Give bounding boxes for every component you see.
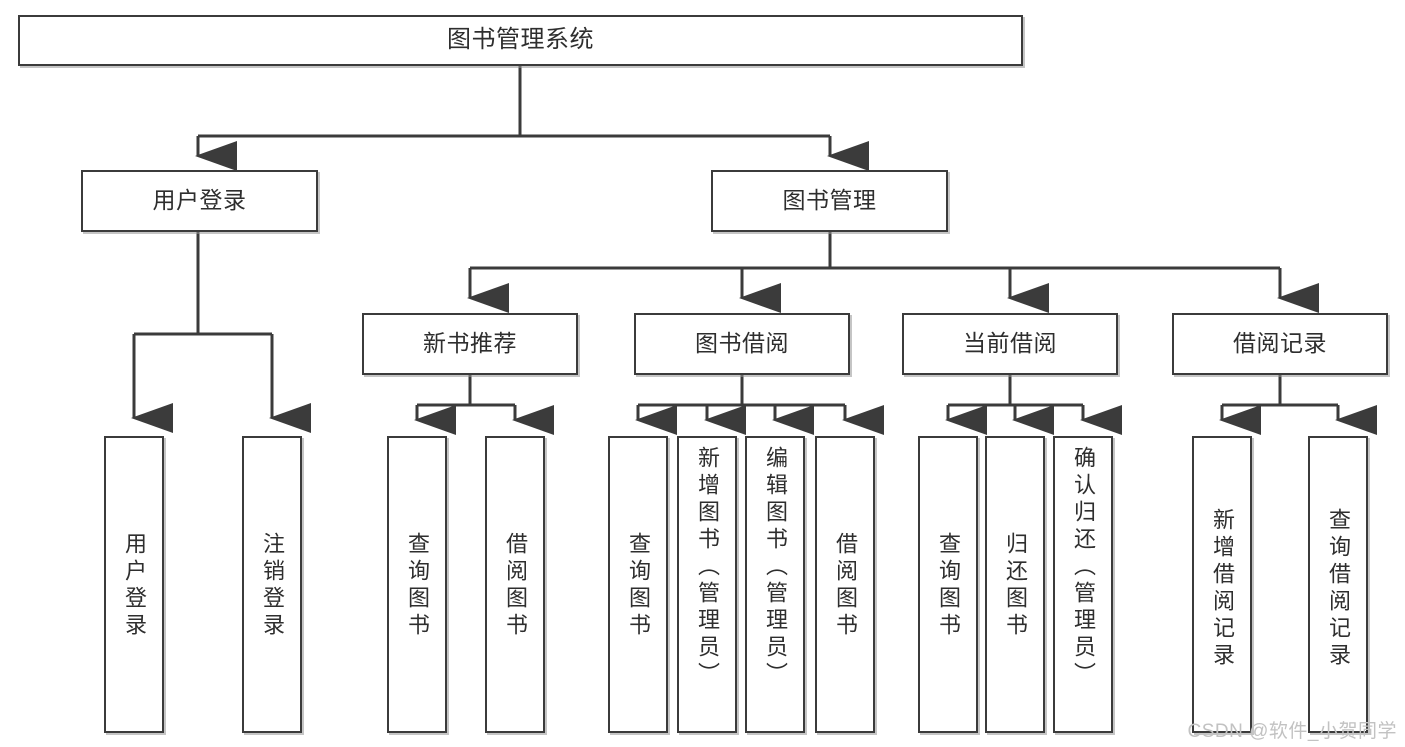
node-label: 查询图书: [626, 532, 651, 640]
leaf-book-borrow-borrow[interactable]: 借阅图书: [815, 436, 875, 733]
node-label: 借阅图书: [503, 532, 528, 640]
node-book-management[interactable]: 图书管理: [711, 170, 948, 232]
leaf-book-borrow-add[interactable]: 新增图书（管理员）: [677, 436, 737, 733]
node-label: 新增借阅记录: [1210, 508, 1235, 670]
node-label: 用户登录: [122, 532, 147, 640]
node-label: 查询图书: [405, 532, 430, 640]
node-label: 注销登录: [260, 532, 285, 640]
node-label: 查询借阅记录: [1326, 508, 1351, 670]
node-label: 图书借阅: [695, 330, 789, 357]
node-label: 借阅记录: [1233, 330, 1327, 357]
node-label: 借阅图书: [833, 532, 858, 640]
node-borrow-record[interactable]: 借阅记录: [1172, 313, 1388, 375]
node-label: 新增图书（管理员）: [695, 446, 720, 689]
node-label: 新书推荐: [423, 330, 517, 357]
leaf-book-borrow-edit[interactable]: 编辑图书（管理员）: [745, 436, 805, 733]
node-user-login[interactable]: 用户登录: [81, 170, 318, 232]
leaf-user-login-logout[interactable]: 注销登录: [242, 436, 302, 733]
leaf-borrow-record-add[interactable]: 新增借阅记录: [1192, 436, 1252, 733]
leaf-current-borrow-return[interactable]: 归还图书: [985, 436, 1045, 733]
node-book-borrow[interactable]: 图书借阅: [634, 313, 850, 375]
node-label: 用户登录: [152, 187, 247, 214]
leaf-borrow-record-query[interactable]: 查询借阅记录: [1308, 436, 1368, 733]
node-label: 查询图书: [936, 532, 961, 640]
leaf-current-borrow-confirm-return[interactable]: 确认归还（管理员）: [1053, 436, 1113, 733]
leaf-user-login-login[interactable]: 用户登录: [104, 436, 164, 733]
watermark: CSDN @软件_小贺同学: [1187, 721, 1397, 742]
node-label: 编辑图书（管理员）: [763, 446, 788, 689]
leaf-new-book-borrow[interactable]: 借阅图书: [485, 436, 545, 733]
node-new-book-recommend[interactable]: 新书推荐: [362, 313, 578, 375]
node-root[interactable]: 图书管理系统: [18, 15, 1023, 66]
leaf-current-borrow-query[interactable]: 查询图书: [918, 436, 978, 733]
node-label: 确认归还（管理员）: [1071, 446, 1096, 689]
node-label: 图书管理: [782, 187, 877, 214]
node-label: 归还图书: [1003, 532, 1028, 640]
leaf-book-borrow-query[interactable]: 查询图书: [608, 436, 668, 733]
node-current-borrow[interactable]: 当前借阅: [902, 313, 1118, 375]
node-label: 图书管理系统: [447, 26, 594, 54]
node-label: 当前借阅: [963, 330, 1057, 357]
leaf-new-book-query[interactable]: 查询图书: [387, 436, 447, 733]
